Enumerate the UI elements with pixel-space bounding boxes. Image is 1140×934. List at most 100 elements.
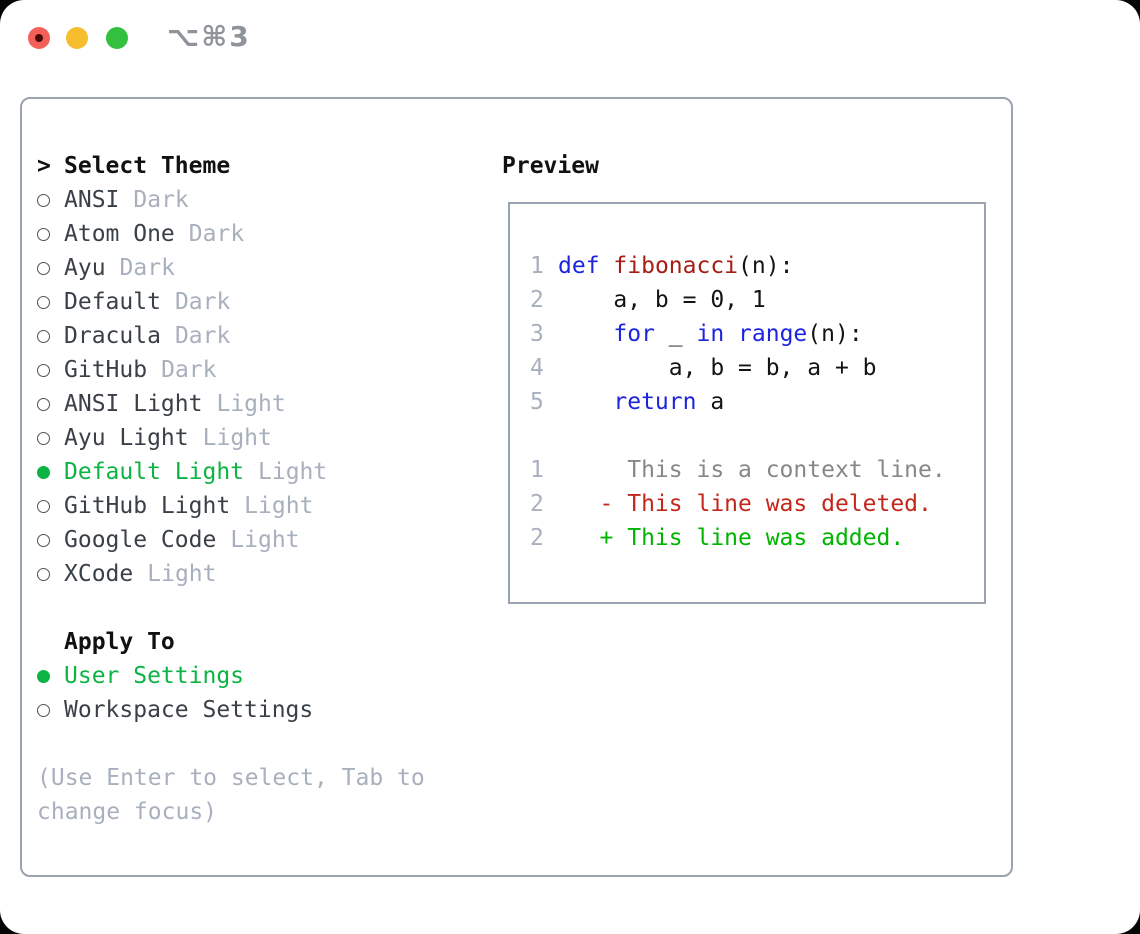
help-text: (Use Enter to select, Tab to change focu…: [37, 765, 425, 825]
theme-variant-tag: Light: [202, 425, 272, 451]
code-token: for: [613, 321, 655, 347]
preview-title: Preview: [502, 153, 599, 179]
line-number: 2: [530, 287, 544, 313]
code-line: [530, 419, 984, 453]
line-number: 4: [530, 355, 544, 381]
line-number: 2: [530, 491, 544, 517]
code-token: range: [738, 321, 808, 347]
close-button[interactable]: [28, 27, 50, 49]
code-token: + This line was added.: [558, 525, 905, 551]
minimize-button[interactable]: [66, 27, 88, 49]
code-token: [558, 389, 613, 415]
theme-name: ANSI: [64, 187, 120, 213]
theme-option[interactable]: Default Dark: [37, 285, 327, 319]
code-token: a, b = 0, 1: [558, 287, 766, 313]
apply-to-option[interactable]: User Settings: [37, 659, 327, 693]
code-line: 2 a, b = 0, 1: [530, 283, 984, 317]
radio-selected-icon: [37, 669, 64, 683]
theme-option[interactable]: XCode Light: [37, 557, 327, 591]
radio-icon: [37, 363, 64, 377]
theme-name: Dracula: [64, 323, 161, 349]
theme-variant-tag: Light: [244, 493, 314, 519]
radio-icon: [37, 295, 64, 309]
radio-glyph: [37, 363, 50, 377]
theme-variant-tag: Dark: [174, 289, 231, 315]
theme-option[interactable]: Google Code Light: [37, 523, 327, 557]
radio-glyph: [37, 397, 50, 411]
code-token: in: [696, 321, 725, 347]
radio-glyph: [37, 567, 50, 581]
code-line: 5 return a: [530, 385, 984, 419]
apply-to-name: Workspace Settings: [64, 697, 314, 723]
apply-to-option[interactable]: Workspace Settings: [37, 693, 327, 727]
radio-icon: [37, 431, 64, 445]
radio-glyph: [37, 329, 50, 343]
window-shortcut-label: ⌥⌘3: [167, 20, 251, 53]
code-line: 2 + This line was added.: [530, 521, 984, 555]
line-number: 1: [530, 457, 544, 483]
select-theme-header: > Select Theme: [37, 149, 327, 183]
code-token: (n):: [807, 321, 863, 347]
radio-glyph: [37, 703, 50, 717]
theme-option[interactable]: Ayu Light Light: [37, 421, 327, 455]
theme-name: Default: [64, 289, 161, 315]
code-token: a: [696, 389, 725, 415]
theme-option[interactable]: Ayu Dark: [37, 251, 327, 285]
code-token: def: [558, 253, 600, 279]
theme-variant-tag: Dark: [119, 255, 175, 281]
theme-variant-tag: Dark: [174, 323, 231, 349]
main-frame: [20, 97, 1013, 877]
line-number: 5: [530, 389, 544, 415]
panel-title: Select Theme: [64, 153, 231, 179]
radio-icon: [37, 499, 64, 513]
code-line: 3 for _ in range(n):: [530, 317, 984, 351]
radio-glyph: [37, 295, 50, 309]
code-line: 2 - This line was deleted.: [530, 487, 984, 521]
code-token: return: [613, 389, 697, 415]
code-token: - This line was deleted.: [558, 491, 932, 517]
theme-variant-tag: Light: [230, 527, 300, 553]
theme-name: GitHub: [64, 357, 148, 383]
radio-glyph: [37, 533, 50, 547]
theme-name: Google Code: [64, 527, 217, 553]
theme-variant-tag: Light: [147, 561, 217, 587]
code-token: a, b = b, a + b: [558, 355, 877, 381]
radio-glyph: [37, 465, 50, 479]
selection-pointer-icon: >: [37, 153, 51, 179]
radio-glyph: [37, 431, 50, 445]
code-line: 1 This is a context line.: [530, 453, 984, 487]
radio-icon: [37, 533, 64, 547]
code-token: [600, 253, 614, 279]
theme-variant-tag: Light: [216, 391, 286, 417]
zoom-button[interactable]: [106, 27, 128, 49]
theme-option[interactable]: Dracula Dark: [37, 319, 327, 353]
theme-name: Ayu Light: [64, 425, 189, 451]
radio-icon: [37, 227, 64, 241]
code-line: 4 a, b = b, a + b: [530, 351, 984, 385]
radio-glyph: [37, 669, 50, 683]
apply-to-name: User Settings: [64, 663, 245, 689]
code-token: _: [654, 321, 697, 347]
radio-icon: [37, 703, 64, 717]
apply-to-title: Apply To: [64, 629, 175, 655]
apply-to-header: Apply To: [37, 625, 327, 659]
code-token: fibonacci: [613, 253, 739, 279]
theme-name: Atom One: [64, 221, 175, 247]
radio-icon: [37, 329, 64, 343]
radio-selected-icon: [37, 465, 64, 479]
theme-name: XCode: [64, 561, 134, 587]
line-number: 1: [530, 253, 544, 279]
code-token: [558, 321, 613, 347]
radio-icon: [37, 567, 64, 581]
theme-name: Ayu: [64, 255, 106, 281]
